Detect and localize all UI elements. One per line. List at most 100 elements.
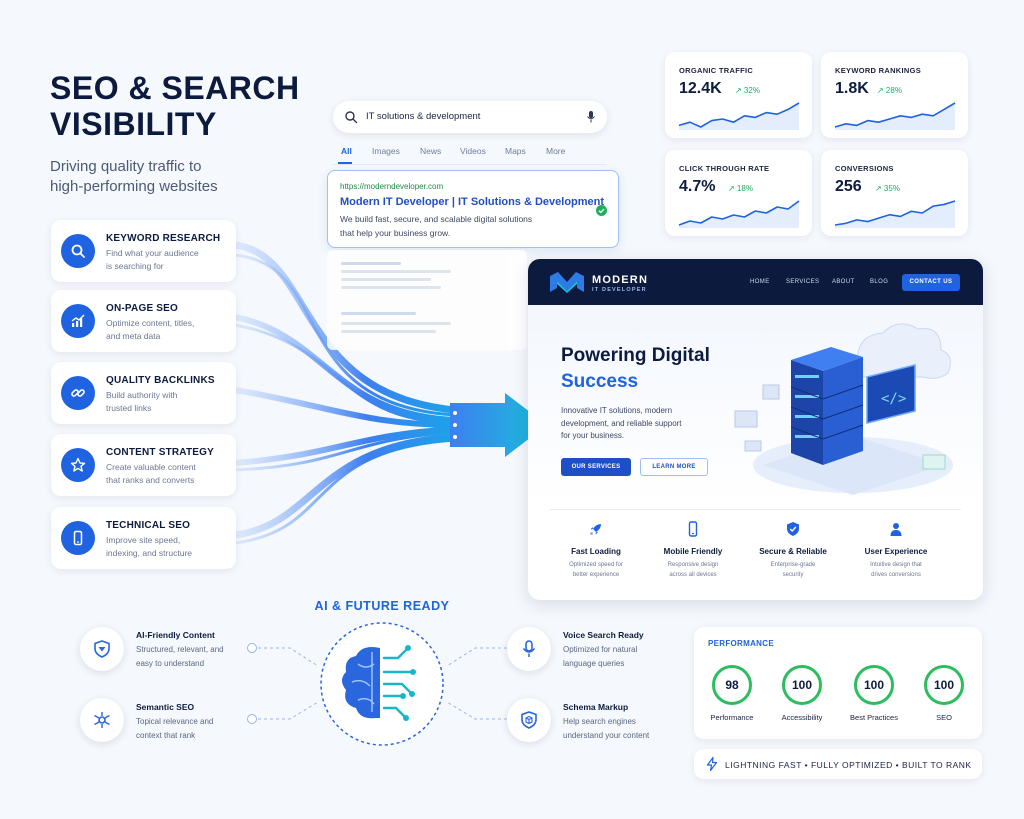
feature-desc: Responsive design across all devices — [658, 560, 728, 580]
score-ring: 100 — [924, 665, 964, 705]
tagline-text: LIGHTNING FAST • FULLY OPTIMIZED • BUILT… — [725, 760, 972, 770]
strategy-desc: Find what your audience is searching for — [106, 247, 231, 273]
metric-card-conversions[interactable]: CONVERSIONS 256 ↗ 35% — [821, 150, 968, 236]
strategy-desc: Improve site speed, indexing, and struct… — [106, 534, 231, 560]
score-label: SEO — [936, 713, 952, 722]
ai-item-desc: Help search engines understand your cont… — [563, 715, 673, 742]
feature-title: Mobile Friendly — [663, 547, 723, 556]
site-divider — [550, 509, 961, 510]
learn-more-button[interactable]: LEARN MORE — [640, 458, 708, 476]
tab-more[interactable]: More — [546, 146, 566, 156]
placeholder-line — [341, 322, 451, 325]
hero-paragraph-line: Innovative IT solutions, modern — [561, 406, 673, 415]
our-services-button[interactable]: OUR SERVICES — [561, 458, 631, 476]
feature-title: Fast Loading — [571, 547, 621, 556]
metric-change: ↗ 35% — [875, 184, 900, 193]
sparkline-line — [834, 102, 956, 128]
search-icon — [345, 111, 358, 124]
shield-badge-icon — [80, 627, 124, 671]
strategy-card-quality-backlinks[interactable]: QUALITY BACKLINKS Build authority with t… — [51, 362, 236, 424]
feature-title: Secure & Reliable — [759, 547, 827, 556]
metric-card-click-through-rate[interactable]: CLICK THROUGH RATE 4.7% ↗ 18% — [665, 150, 812, 236]
strategy-desc-line: Build authority with — [106, 390, 178, 400]
site-hero-paragraph: Innovative IT solutions, modern developm… — [561, 405, 711, 443]
shield-icon — [787, 522, 799, 536]
placeholder-line — [341, 312, 416, 315]
nav-blog[interactable]: BLOG — [870, 279, 889, 285]
score-ring: 98 — [712, 665, 752, 705]
feature-user-experience: User Experience Intuitive design that dr… — [846, 521, 946, 580]
strategy-desc-line: Find what your audience — [106, 248, 199, 258]
sparkline-line — [678, 102, 800, 128]
lightning-icon — [706, 757, 718, 771]
feature-desc: Intuitive design that drives conversions — [861, 560, 931, 580]
feature-title: User Experience — [864, 547, 928, 556]
strategy-card-on-page-seo[interactable]: ON-PAGE SEO Optimize content, titles, an… — [51, 290, 236, 352]
link-icon — [61, 376, 95, 410]
ai-brain-icon — [320, 622, 444, 746]
strategy-card-content-strategy[interactable]: CONTENT STRATEGY Create valuable content… — [51, 434, 236, 496]
tab-images[interactable]: Images — [372, 146, 400, 156]
search-input[interactable]: IT solutions & development — [333, 101, 607, 133]
site-hero-heading-accent: Success — [561, 371, 639, 392]
hero-subtitle-line1: Driving quality traffic to — [50, 158, 202, 175]
site-hero-heading: Powering Digital — [561, 345, 710, 366]
placeholder-line — [341, 270, 451, 273]
feature-desc-line: Intuitive design that — [870, 562, 922, 568]
score-label: Best Practices — [850, 713, 898, 722]
verified-check-icon — [596, 205, 607, 216]
ai-desc-line: understand your content — [563, 730, 650, 740]
hero-subtitle: Driving quality traffic to high-performi… — [50, 157, 310, 197]
hero-subtitle-line2: high-performing websites — [50, 178, 218, 195]
feature-desc-line: better experience — [572, 572, 620, 578]
tab-maps[interactable]: Maps — [505, 146, 526, 156]
ai-desc-line: Help search engines — [563, 717, 636, 726]
strategy-desc-line: Improve site speed, — [106, 535, 181, 545]
sparkline-area — [679, 103, 799, 130]
search-icon — [61, 234, 95, 268]
hero-title: SEO & SEARCH VISIBILITY — [50, 70, 330, 142]
ai-desc-line: context that rank — [136, 730, 196, 740]
nav-services[interactable]: SERVICES — [786, 279, 820, 285]
rocket-icon — [590, 524, 601, 535]
hero-paragraph-line: development, and reliable support — [561, 418, 682, 428]
sparkline-area — [835, 103, 955, 130]
contact-us-button[interactable]: CONTACT US — [902, 274, 960, 291]
result-title[interactable]: Modern IT Developer | IT Solutions & Dev… — [340, 196, 605, 208]
strategy-card-technical-seo[interactable]: TECHNICAL SEO Improve site speed, indexi… — [51, 507, 236, 569]
placeholder-line — [341, 286, 441, 289]
result-description: We build fast, secure, and scalable digi… — [340, 212, 580, 240]
strategy-desc-line: Create valuable content — [106, 462, 196, 472]
metric-card-keyword-rankings[interactable]: KEYWORD RANKINGS 1.8K ↗ 28% — [821, 52, 968, 138]
strategy-desc: Build authority with trusted links — [106, 389, 231, 415]
result-desc-line: that help your business grow. — [340, 228, 451, 238]
metric-value: 256 — [835, 178, 862, 195]
ai-item-title: Voice Search Ready — [563, 630, 644, 640]
tab-news[interactable]: News — [420, 146, 442, 156]
strategy-card-keyword-research[interactable]: KEYWORD RESEARCH Find what your audience… — [51, 220, 236, 282]
hero-paragraph-line: for your business. — [561, 431, 625, 440]
microphone-icon[interactable] — [586, 110, 596, 124]
result-url[interactable]: https://moderndeveloper.com — [340, 182, 444, 191]
placeholder-line — [341, 278, 431, 281]
placeholder-line — [341, 330, 436, 333]
strategy-desc-line: that ranks and converts — [106, 475, 195, 485]
metric-label: ORGANIC TRAFFIC — [679, 66, 754, 75]
tab-videos[interactable]: Videos — [460, 146, 486, 156]
search-result-highlighted[interactable]: https://moderndeveloper.com Modern IT De… — [327, 170, 619, 248]
metric-label: KEYWORD RANKINGS — [835, 66, 922, 75]
flow-arrows — [231, 241, 547, 545]
tab-all[interactable]: All — [341, 146, 352, 156]
score-ring: 100 — [782, 665, 822, 705]
metric-card-organic-traffic[interactable]: ORGANIC TRAFFIC 12.4K ↗ 32% — [665, 52, 812, 138]
feature-desc-line: Optimized speed for — [569, 562, 623, 568]
nav-home[interactable]: HOME — [750, 279, 770, 285]
strategy-title: TECHNICAL SEO — [106, 520, 191, 531]
metric-value: 1.8K — [835, 80, 869, 97]
strategy-title: QUALITY BACKLINKS — [106, 375, 215, 386]
nav-about[interactable]: ABOUT — [832, 279, 855, 285]
feature-desc-line: Enterprise-grade — [770, 562, 816, 568]
star-icon — [61, 448, 95, 482]
feature-fast-loading: Fast Loading Optimized speed for better … — [546, 521, 646, 580]
brand-logo-icon[interactable] — [548, 270, 586, 294]
